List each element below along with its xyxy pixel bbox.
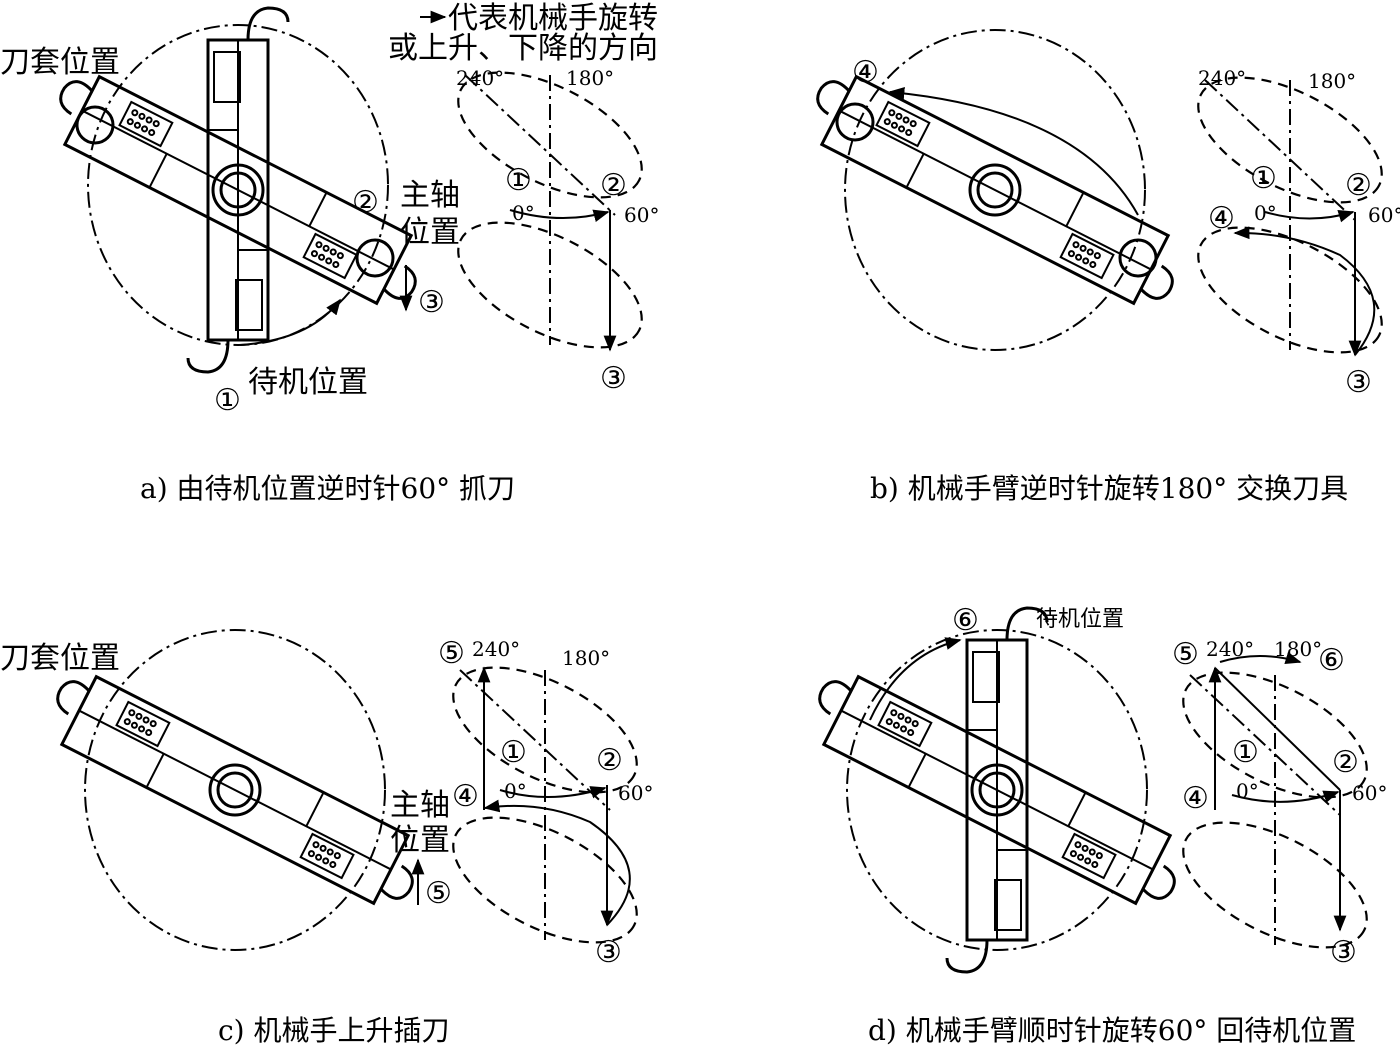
angle-0-c: 0°	[504, 779, 527, 803]
marker-4-motion-b: ④	[1208, 201, 1235, 236]
panel-c	[36, 629, 657, 970]
marker-1-motion-c: ①	[500, 735, 527, 770]
rotation-circle-a	[87, 24, 389, 346]
angle-180-c: 180°	[562, 646, 610, 670]
marker-3-arm-a: ③	[418, 285, 445, 320]
spindle-label-a2: 位置	[400, 215, 460, 250]
angle-240-b: 240°	[1198, 66, 1246, 90]
angle-60-d: 60°	[1352, 781, 1387, 805]
spindle-label-c2: 位置	[390, 823, 450, 858]
marker-6-motion-d: ⑥	[1318, 643, 1345, 678]
panel-a	[39, 6, 662, 375]
marker-2-motion-a: ②	[600, 168, 627, 203]
marker-3-motion-c: ③	[595, 935, 622, 970]
spindle-label-c1: 主轴	[390, 788, 450, 823]
caption-c: c) 机械手上升插刀	[218, 1014, 450, 1047]
angle-60-a: 60°	[624, 203, 659, 227]
panel-b	[796, 29, 1400, 380]
marker-5-motion-d: ⑤	[1172, 637, 1199, 672]
marker-4-motion-d: ④	[1182, 781, 1209, 816]
marker-2-motion-c: ②	[596, 743, 623, 778]
marker-2-motion-b: ②	[1345, 168, 1372, 203]
legend-line-2: 或上升、下降的方向	[388, 31, 658, 66]
angle-0-d: 0°	[1236, 779, 1259, 803]
caption-b: b) 机械手臂逆时针旋转180° 交换刀具	[870, 472, 1348, 505]
angle-60-c: 60°	[618, 781, 653, 805]
marker-4-arm-b: ④	[852, 55, 879, 90]
caption-d: d) 机械手臂顺时针旋转60° 回待机位置	[868, 1014, 1356, 1047]
marker-1-motion-b: ①	[1250, 161, 1277, 196]
marker-1-motion-d: ①	[1232, 735, 1259, 770]
marker-1-a: ①	[214, 383, 241, 418]
marker-2-motion-d: ②	[1332, 745, 1359, 780]
angle-0-a: 0°	[512, 201, 535, 225]
angle-0-b: 0°	[1254, 201, 1277, 225]
angle-180-b: 180°	[1308, 69, 1356, 93]
marker-5-motion-c: ⑤	[438, 636, 465, 671]
tool-sleeve-label-a: 刀套位置	[0, 45, 120, 80]
marker-2-arm-a: ②	[352, 185, 379, 220]
angle-240-c: 240°	[472, 637, 520, 661]
legend-line-1: 代表机械手旋转	[448, 1, 658, 36]
spindle-label-a1: 主轴	[400, 178, 460, 213]
angle-240-a: 240°	[456, 66, 504, 90]
marker-3-motion-d: ③	[1330, 935, 1357, 970]
standby-label-d: 待机位置	[1036, 607, 1124, 632]
angle-180-d: 180°	[1274, 637, 1322, 661]
marker-4-motion-c: ④	[452, 779, 479, 814]
panel-d	[798, 606, 1387, 975]
caption-a: a) 由待机位置逆时针60° 抓刀	[140, 472, 515, 505]
marker-6-arm-d: ⑥	[952, 603, 979, 638]
angle-60-b: 60°	[1368, 203, 1400, 227]
tool-sleeve-label-c: 刀套位置	[0, 641, 120, 676]
angle-240-d: 240°	[1206, 637, 1254, 661]
standby-label-a: 待机位置	[248, 365, 368, 400]
marker-1-motion-a: ①	[505, 163, 532, 198]
angle-180-a: 180°	[566, 66, 614, 90]
marker-5-arm-c: ⑤	[425, 876, 452, 911]
marker-3-motion-a: ③	[600, 361, 627, 396]
marker-3-motion-b: ③	[1345, 365, 1372, 400]
